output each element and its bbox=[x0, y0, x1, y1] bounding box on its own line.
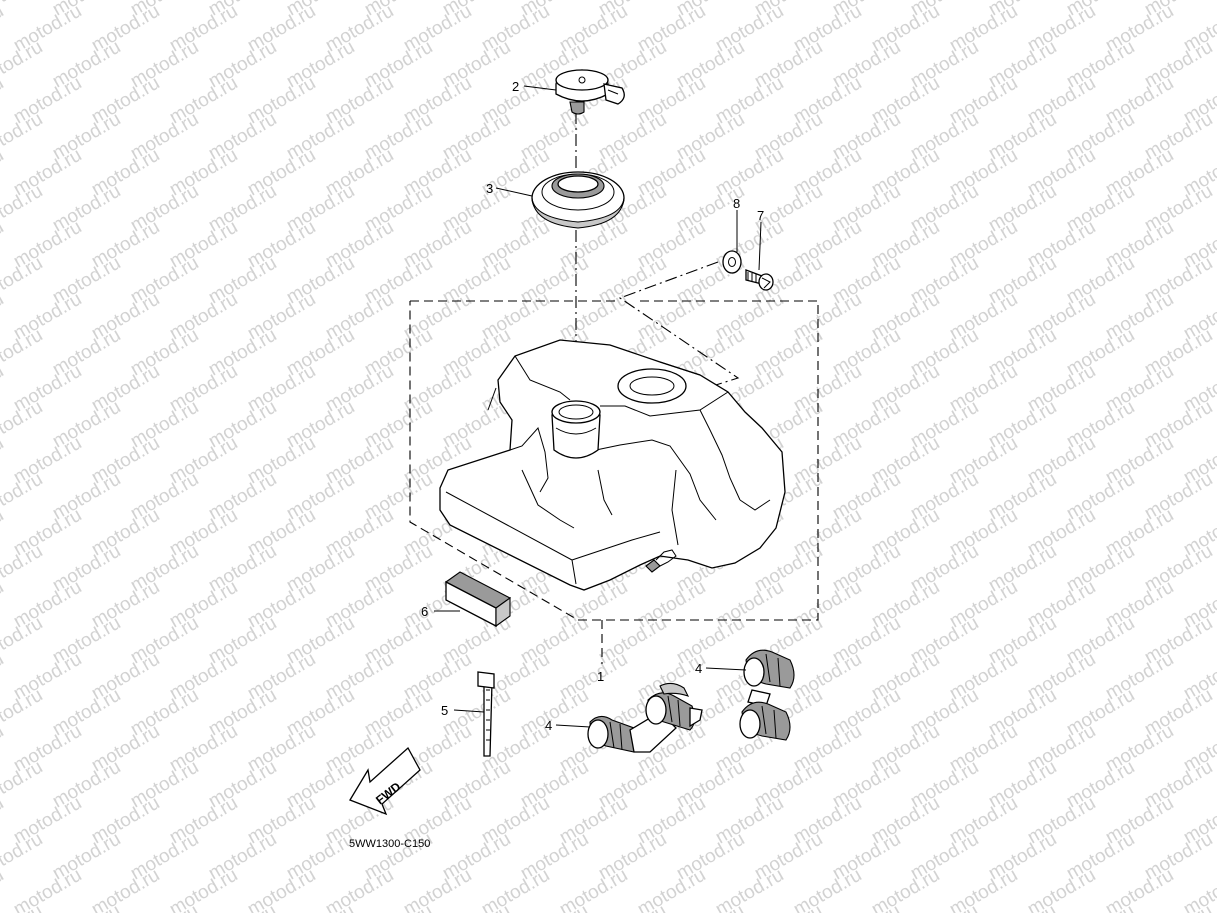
watermark-text: motod.ru bbox=[0, 829, 46, 885]
watermark-text: motod.ru bbox=[0, 73, 7, 129]
callout-tank-cap: 2 bbox=[512, 79, 519, 94]
bolt bbox=[745, 269, 774, 291]
watermark-text: motod.ru bbox=[0, 289, 7, 345]
watermark-text: motod.ru bbox=[0, 541, 46, 597]
watermark-text: motod.ru bbox=[361, 901, 436, 913]
callout-damper: 6 bbox=[421, 604, 428, 619]
watermark-text: motod.ru bbox=[634, 865, 709, 913]
callout-hose-holder-lower: 4 bbox=[545, 718, 552, 733]
watermark-text: motod.ru bbox=[1102, 865, 1177, 913]
watermark-text: motod.ru bbox=[0, 757, 46, 813]
watermark-text: motod.ru bbox=[517, 901, 592, 913]
watermark-text: motod.ru bbox=[595, 901, 670, 913]
callout-cap-seal: 3 bbox=[486, 181, 493, 196]
watermark-text: motod.ru bbox=[0, 469, 46, 525]
watermark-text: motod.ru bbox=[127, 901, 202, 913]
watermark-text: motod.ru bbox=[985, 901, 1060, 913]
callout-hose-holder-upper: 4 bbox=[695, 661, 702, 676]
watermark-text: motod.ru bbox=[0, 613, 46, 669]
watermark-text: motod.ru bbox=[0, 217, 7, 273]
watermark-text: motod.ru bbox=[790, 865, 865, 913]
watermark-text: motod.ru bbox=[712, 865, 787, 913]
watermark-text: motod.ru bbox=[244, 865, 319, 913]
watermark-text: motod.ru bbox=[0, 793, 7, 849]
watermark-text: motod.ru bbox=[0, 685, 46, 741]
callout-cable-tie: 5 bbox=[441, 703, 448, 718]
watermark-text: motod.ru bbox=[1141, 901, 1216, 913]
hose-holder-upper bbox=[739, 649, 795, 741]
watermark-text: motod.ru bbox=[0, 865, 7, 913]
diagram-code: 5WW1300-C150 bbox=[349, 838, 430, 850]
watermark-text: motod.ru bbox=[49, 901, 124, 913]
watermark-text: motod.ru bbox=[0, 721, 7, 777]
leader-lines bbox=[434, 85, 762, 728]
tank-cap bbox=[555, 69, 625, 115]
watermark-text: motod.ru bbox=[751, 901, 826, 913]
watermark-text: motod.ru bbox=[0, 145, 7, 201]
watermark-text: motod.ru bbox=[322, 865, 397, 913]
watermark-text: motod.ru bbox=[0, 361, 7, 417]
watermark-text: motod.ru bbox=[0, 181, 46, 237]
fuel-tank bbox=[439, 339, 786, 591]
watermark-text: motod.ru bbox=[400, 865, 475, 913]
hose-holder-lower bbox=[587, 682, 703, 753]
watermark-text: motod.ru bbox=[1063, 901, 1138, 913]
damper-block bbox=[444, 571, 512, 628]
watermark-text: motod.ru bbox=[166, 865, 241, 913]
watermark-text: motod.ru bbox=[0, 0, 46, 20]
watermark-text: motod.ru bbox=[946, 865, 1021, 913]
cap-seal bbox=[531, 171, 625, 229]
watermark-text: motod.ru bbox=[0, 109, 46, 165]
watermark-text: motod.ru bbox=[0, 37, 46, 93]
watermark-text: motod.ru bbox=[439, 901, 514, 913]
washer bbox=[722, 250, 742, 274]
watermark-text: motod.ru bbox=[829, 901, 904, 913]
watermark-text: motod.ru bbox=[0, 433, 7, 489]
watermark-text: motod.ru bbox=[0, 253, 46, 309]
watermark-text: motod.ru bbox=[0, 649, 7, 705]
watermark-text: motod.ru bbox=[868, 865, 943, 913]
watermark-text: motod.ru bbox=[10, 865, 85, 913]
watermark-text: motod.ru bbox=[0, 505, 7, 561]
watermark-text: motod.ru bbox=[556, 865, 631, 913]
callout-bolt: 7 bbox=[757, 208, 764, 223]
watermark-text: motod.ru bbox=[673, 901, 748, 913]
watermark-text: motod.ru bbox=[0, 325, 46, 381]
watermark-text: motod.ru bbox=[1024, 865, 1099, 913]
callout-washer: 8 bbox=[733, 196, 740, 211]
callout-fuel-tank: 1 bbox=[597, 669, 604, 684]
watermark-text: motod.ru bbox=[478, 865, 553, 913]
watermark-text: motod.ru bbox=[0, 577, 7, 633]
watermark-text: motod.ru bbox=[0, 1, 7, 57]
watermark-text: motod.ru bbox=[205, 901, 280, 913]
watermark-text: motod.ru bbox=[88, 865, 163, 913]
callout-labels: 1 2 3 4 4 5 6 7 8 bbox=[421, 79, 764, 733]
watermark-text: motod.ru bbox=[0, 397, 46, 453]
tank-boundary bbox=[409, 300, 819, 664]
watermark-text: motod.ru bbox=[907, 901, 982, 913]
cable-tie bbox=[477, 671, 495, 757]
watermark-text: motod.ru bbox=[283, 901, 358, 913]
